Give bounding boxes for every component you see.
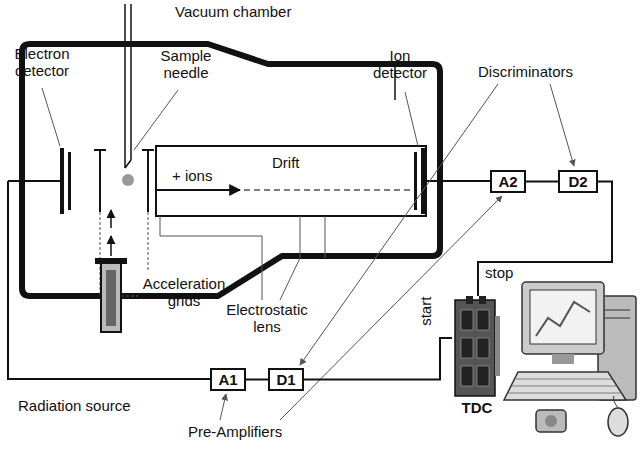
circuit-board — [461, 366, 473, 386]
circuit-board — [466, 296, 473, 304]
leader-line — [550, 84, 574, 166]
keyboard-key — [512, 386, 616, 387]
computer-clipart — [614, 396, 619, 408]
vacuum-chamber-wall — [22, 44, 440, 296]
radiation-source — [101, 262, 121, 332]
keyboard-key — [508, 393, 620, 394]
circuit-board — [477, 310, 489, 330]
region-label: Drift — [272, 155, 300, 172]
electrostatic-lens-lead — [280, 258, 300, 300]
electrostatic-lens-lead — [325, 216, 326, 258]
sample-needle — [122, 4, 134, 186]
keyboard-key — [516, 379, 612, 380]
drift-tube — [156, 146, 426, 216]
computer-clipart — [545, 415, 557, 427]
signal-wire — [246, 379, 268, 381]
box-text: D2 — [568, 173, 587, 190]
computer-clipart — [530, 290, 596, 344]
radiation-source — [95, 258, 127, 264]
computer-clipart — [504, 372, 626, 400]
electrostatic-lens-lead — [300, 216, 301, 258]
acceleration-grid — [94, 149, 106, 151]
acceleration-grid — [147, 150, 149, 212]
signal-wire — [304, 338, 452, 380]
leader-line — [134, 90, 178, 150]
ion-detector — [425, 180, 490, 182]
ion-detector — [395, 64, 490, 214]
computer-clipart — [536, 302, 590, 336]
circuit-board — [477, 366, 489, 386]
sample-needle — [130, 4, 132, 160]
leader-line — [42, 88, 60, 146]
part-label: Radiation source — [18, 398, 131, 415]
circuit-board — [455, 300, 495, 396]
electron-detector — [60, 148, 64, 214]
circuit-board — [477, 338, 489, 358]
board-name: TDC — [452, 400, 502, 417]
circuit-board — [495, 316, 500, 376]
discriminator-box: D2 — [558, 170, 598, 193]
leader-line — [280, 196, 502, 420]
acceleration-grid — [142, 149, 154, 151]
drift-tube — [156, 189, 240, 191]
electrostatic-lens-lead — [160, 216, 161, 236]
group-label: Pre-Amplifiers — [188, 424, 282, 441]
leader-line — [42, 84, 574, 420]
drift-tube — [156, 146, 426, 216]
electron-detector — [8, 180, 60, 182]
pre-amplifier-box: A2 — [490, 170, 526, 193]
radiation-source — [95, 210, 127, 332]
computer-clipart — [522, 282, 604, 354]
drift-tube — [244, 189, 410, 191]
beam-label: + ions — [172, 168, 212, 185]
sample-needle — [122, 174, 134, 186]
circuit-board — [461, 338, 473, 358]
box-text: A2 — [498, 173, 517, 190]
radiation-source — [110, 210, 112, 228]
computer-clipart — [552, 354, 574, 364]
part-label: Electrostatic lens — [212, 302, 322, 335]
computer-clipart — [508, 379, 620, 393]
leader-line — [405, 92, 418, 146]
vacuum-chamber-wall — [22, 44, 440, 296]
signal-wire — [478, 182, 612, 297]
box-text: D1 — [276, 371, 295, 388]
electron-detector — [68, 152, 71, 210]
sample-needle — [124, 4, 126, 168]
ion-detector — [421, 148, 425, 214]
acceleration-grid — [148, 212, 149, 272]
sample-needle — [125, 160, 131, 168]
signal-label: start — [418, 296, 435, 327]
part-label: Ion detector — [365, 48, 435, 81]
circuit-board — [461, 310, 473, 330]
leader-line — [300, 84, 498, 365]
computer-clipart — [604, 318, 630, 319]
discriminator-box: D1 — [268, 368, 304, 391]
radiation-source — [110, 236, 112, 256]
radiation-source — [106, 270, 116, 326]
circuit-board — [452, 296, 502, 398]
computer-clipart — [604, 310, 630, 311]
computer-clipart — [504, 282, 636, 436]
part-label: Electron detector — [4, 46, 80, 79]
computer-clipart — [608, 408, 628, 436]
computer-clipart — [536, 410, 566, 432]
leader-line — [220, 394, 226, 420]
acceleration-grid — [99, 150, 101, 212]
part-label: Sample needle — [150, 48, 222, 81]
signal-wire — [526, 181, 558, 183]
pre-amplifier-box: A1 — [210, 368, 246, 391]
tdc-board: TDC — [452, 296, 502, 420]
group-label: Discriminators — [478, 64, 573, 81]
signal-label: stop — [484, 265, 514, 282]
circuit-board — [479, 296, 486, 304]
part-label: Acceleration grids — [132, 276, 236, 309]
box-text: A1 — [218, 371, 237, 388]
chamber-label: Vacuum chamber — [175, 4, 291, 21]
